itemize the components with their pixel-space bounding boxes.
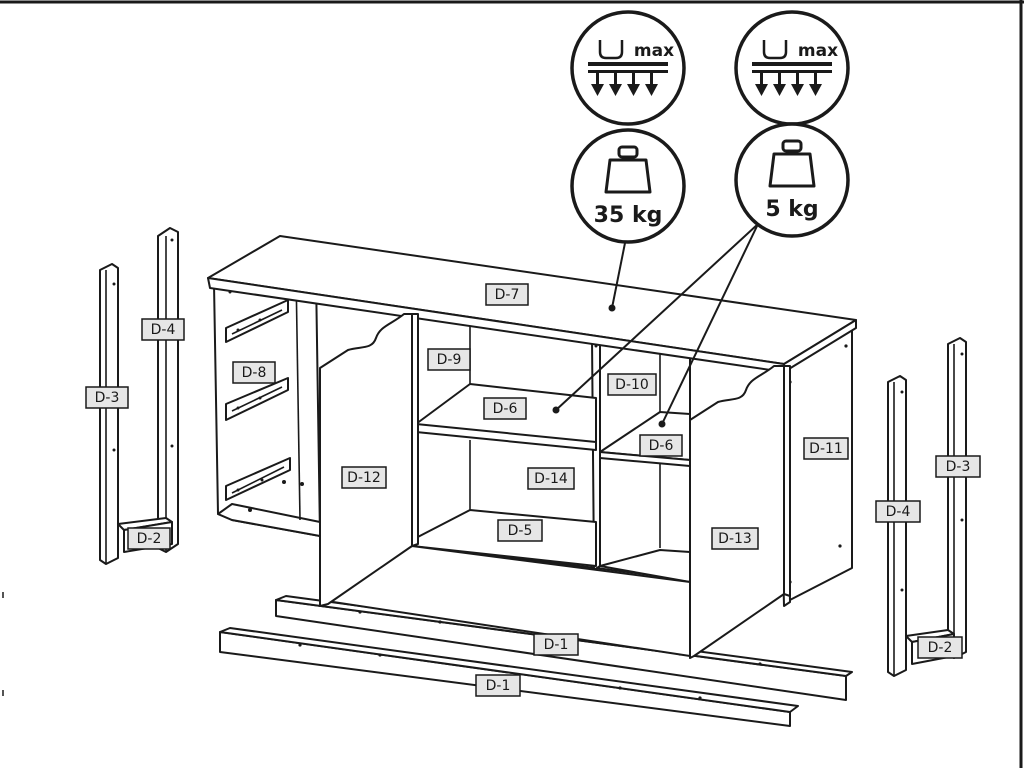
svg-text:D-1: D-1 [486, 678, 511, 694]
svg-text:D-5: D-5 [508, 523, 533, 539]
svg-text:D-12: D-12 [347, 470, 381, 486]
max-load-circle [734, 10, 850, 126]
left-compartment-d8 [213, 269, 321, 537]
part-label: D-3 [935, 455, 981, 478]
part-label: D-14 [527, 467, 575, 490]
leg-d3-left [99, 263, 119, 565]
leader-dot [552, 406, 560, 414]
svg-text:D-2: D-2 [137, 531, 162, 547]
weight-circle [570, 128, 686, 244]
svg-text:D-9: D-9 [437, 352, 462, 368]
part-label: D-6 [483, 397, 527, 420]
load-arrows-icon [588, 40, 668, 96]
load-arrows-icon [752, 40, 832, 96]
side-panel-d13 [689, 365, 791, 659]
svg-text:D-14: D-14 [534, 471, 568, 487]
part-label: D-10 [607, 373, 657, 396]
leg-d4-left [157, 227, 179, 553]
load-badge-shelf: max 5 kg [734, 10, 850, 238]
leg-d4-right [887, 375, 907, 677]
weight-value: 35 kg [594, 203, 663, 228]
max-load-circle [570, 10, 686, 126]
weight-icon [768, 139, 816, 188]
weight-circle [734, 122, 850, 238]
part-label: D-2 [127, 527, 171, 550]
part-label: D-7 [485, 283, 529, 306]
svg-text:D-3: D-3 [95, 390, 120, 406]
svg-text:D-1: D-1 [544, 637, 569, 653]
svg-text:D-10: D-10 [615, 377, 649, 393]
part-label: D-1 [533, 633, 579, 656]
part-label: D-9 [427, 348, 471, 371]
weight-icon [604, 145, 652, 194]
svg-text:D-4: D-4 [151, 322, 176, 338]
weight-value: 5 kg [765, 197, 818, 222]
part-label: D-13 [711, 527, 759, 550]
part-label: D-11 [803, 437, 849, 460]
part-label: D-6 [639, 434, 683, 457]
leader-dot [658, 420, 666, 428]
part-label: D-2 [917, 636, 963, 659]
leader-dot [608, 304, 616, 312]
part-label: D-5 [497, 519, 543, 542]
svg-text:D-7: D-7 [495, 287, 520, 303]
max-label: max [634, 41, 674, 61]
svg-text:D-11: D-11 [809, 441, 843, 457]
max-label: max [798, 41, 838, 61]
svg-text:D-13: D-13 [718, 531, 752, 547]
svg-text:D-2: D-2 [928, 640, 953, 656]
part-label: D-4 [141, 318, 185, 341]
part-label: D-1 [475, 674, 521, 697]
leader-line-5kg-right [661, 223, 759, 425]
side-panel-d12 [319, 313, 419, 607]
part-label: D-3 [85, 386, 129, 409]
svg-text:D-3: D-3 [946, 459, 971, 475]
svg-text:D-6: D-6 [649, 438, 674, 454]
leader-line-5kg-left [555, 223, 759, 411]
leg-d3-right [947, 337, 967, 659]
part-label: D-12 [341, 466, 387, 489]
svg-text:D-6: D-6 [493, 401, 518, 417]
part-label: D-8 [232, 361, 276, 384]
svg-text:D-4: D-4 [886, 504, 911, 520]
load-badge-top: max 35 kg [570, 10, 686, 244]
svg-text:D-8: D-8 [242, 365, 267, 381]
part-label: D-4 [875, 500, 921, 523]
